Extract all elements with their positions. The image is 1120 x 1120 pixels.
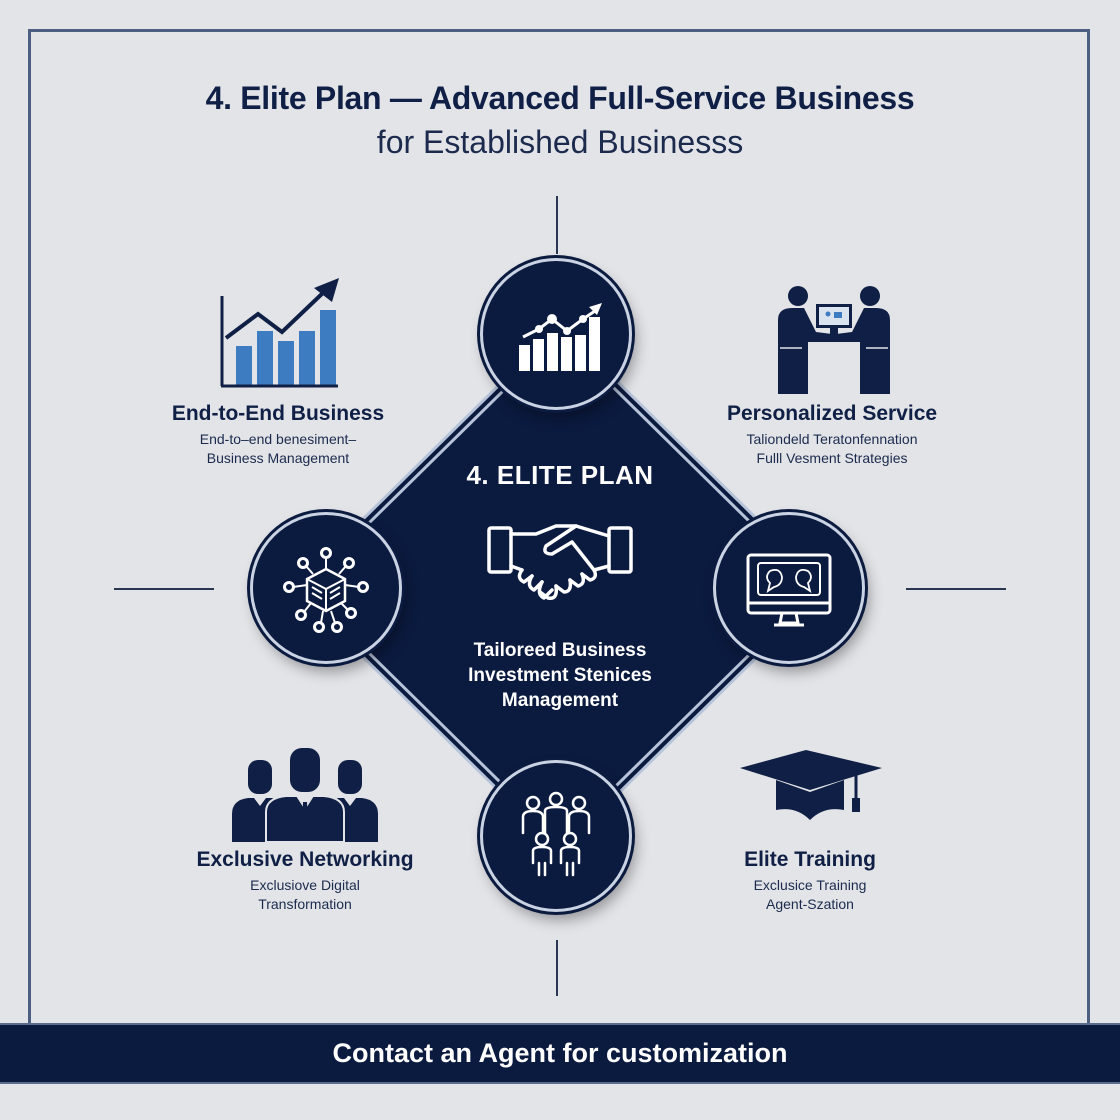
circle-bottom[interactable] [480,760,632,912]
circle-top[interactable] [480,258,632,410]
feature-training: Elite Training Exclusice Training Agent-… [700,848,920,914]
feature-title: Elite Training [744,848,876,871]
feature-title: End-to-End Business [171,402,385,425]
feature-description-line: Agent-Szation [766,896,854,912]
consultation-icon [778,286,890,394]
bar-chart-arrow-icon [220,278,339,388]
monitor-icon [746,553,832,627]
connector-line-top [556,196,558,254]
feature-description-line: Business Management [206,450,350,466]
feature-description: Exclusice Training Agent-Szation [700,876,920,914]
connector-line-left [114,588,214,590]
connector-line-right [906,588,1006,590]
center-plan-title: 4. ELITE PLAN [466,460,654,490]
circle-left[interactable] [250,512,402,664]
feature-description-line: Fulll Vesment Strategies [756,450,908,466]
feature-description: Exclusiove Digital Transformation [166,876,444,914]
page-subtitle: for Established Businesss [376,124,744,160]
handshake-icon [487,524,633,600]
network-cube-icon [283,547,369,633]
center-description-line: Management [501,690,619,711]
feature-title: Exclusive Networking [196,848,414,871]
growth-chart-icon [519,303,602,371]
contact-agent-button[interactable]: Contact an Agent for customization [0,1023,1120,1084]
feature-personalized: Personalized Service Taliondeld Teratonf… [700,402,964,468]
feature-description-line: End-to–end benesiment– [199,431,357,447]
graduation-cap-icon [740,750,882,820]
business-team-icon [232,748,378,842]
feature-description-line: Taliondeld Teratonfennation [746,431,918,447]
feature-title: Personalized Service [726,402,938,425]
center-description-line: Tailoreed Business [473,640,647,661]
contact-agent-label: Contact an Agent for customization [332,1038,788,1068]
feature-description-line: Transformation [258,896,352,912]
center-description-line: Investment Stenices [468,665,652,686]
circle-right[interactable] [713,512,865,664]
feature-description-line: Exclusiove Digital [250,877,360,893]
feature-end-to-end: End-to-End Business End-to–end benesimen… [138,402,418,468]
feature-description: Taliondeld Teratonfennation Fulll Vesmen… [700,430,964,468]
center-description: Tailoreed Business Investment Stenices M… [420,638,700,713]
connector-line-bottom [556,940,558,996]
feature-description-line: Exclusice Training [753,877,867,893]
feature-description: End-to–end benesiment– Business Manageme… [138,430,418,468]
feature-networking: Exclusive Networking Exclusiove Digital … [166,848,444,914]
group-people-icon [521,791,591,877]
page-title: 4. Elite Plan — Advanced Full-Service Bu… [205,80,915,116]
